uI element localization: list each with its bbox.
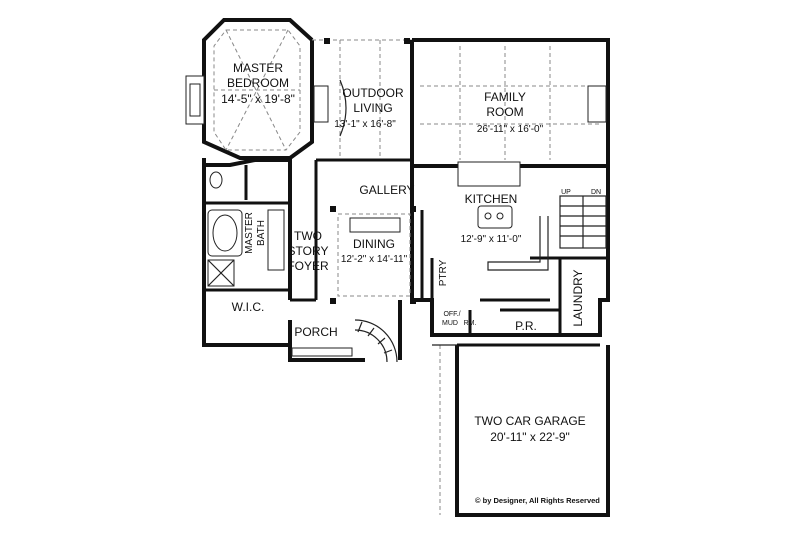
master-bath-label-1: MASTER — [244, 212, 255, 254]
office-mud-label-1: OFF./ — [443, 311, 460, 318]
family-room-label-1: FAMILY — [484, 90, 526, 104]
kitchen-size: 12'-9" x 11'-0" — [461, 234, 522, 245]
dining-room — [330, 206, 416, 304]
outdoor-living-label-2: LIVING — [353, 101, 392, 115]
toilet-icon — [209, 171, 223, 189]
foyer-label-3: FOYER — [287, 259, 329, 273]
dining-size: 12'-2" x 14'-11" — [341, 254, 408, 265]
porch-area — [288, 300, 402, 363]
gallery-label: GALLERY — [359, 183, 414, 197]
outdoor-fireplace-icon — [313, 85, 329, 123]
master-bath-fixtures — [207, 171, 285, 287]
office-mud-label-2: MUD — [442, 320, 458, 327]
vanity-icon — [267, 209, 285, 271]
garage-size: 20'-11" x 22'-9" — [490, 430, 570, 444]
garage-label: TWO CAR GARAGE — [474, 414, 585, 428]
powder-room-label: P.R. — [515, 319, 537, 333]
porch-label: PORCH — [294, 325, 337, 339]
office-mud-label-3: RM. — [464, 320, 477, 327]
outdoor-living-size: 13'-1" x 16'-8" — [334, 119, 396, 130]
master-bath-label-2: BATH — [256, 220, 267, 246]
porch-rail-icon — [291, 347, 353, 357]
outdoor-living-label-1: OUTDOOR — [342, 86, 404, 100]
kitchen-label: KITCHEN — [465, 192, 518, 206]
master-bedroom-label-1: MASTER — [233, 61, 283, 75]
dining-label: DINING — [353, 237, 395, 251]
family-room-size: 26'-11" x 16'-0" — [477, 124, 544, 135]
master-bedroom-size: 14'-5" x 19'-8" — [221, 92, 295, 106]
garage-walls — [432, 343, 610, 517]
master-bedroom-label-2: BEDROOM — [227, 76, 289, 90]
foyer-label-2: STORY — [288, 244, 329, 258]
wic-label: W.I.C. — [232, 300, 265, 314]
pantry-label: PTRY — [438, 259, 449, 286]
laundry-label: LAUNDRY — [571, 269, 585, 326]
stairs-down-label: DN — [591, 189, 601, 196]
outdoor-living-area — [312, 38, 412, 162]
family-room-label-2: ROOM — [486, 105, 523, 119]
kitchen-bar-icon — [457, 161, 521, 187]
dining-table-icon — [349, 217, 401, 233]
foyer-label-1: TWO — [294, 229, 322, 243]
master-bedroom-walls — [185, 18, 314, 160]
copyright-text: © by Designer, All Rights Reserved — [475, 496, 600, 505]
stairs-up-label: UP — [561, 189, 571, 196]
kitchen-island-icon — [477, 205, 513, 229]
stairs-icon: UP DN — [559, 189, 607, 249]
family-fireplace-icon — [587, 85, 607, 123]
